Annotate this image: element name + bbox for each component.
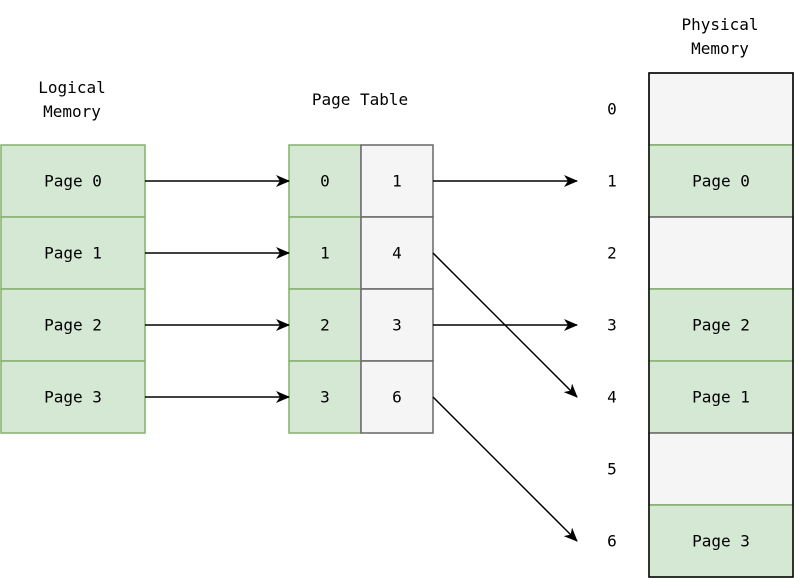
physical-frame-label: Page 2	[692, 316, 750, 335]
physical-memory-outline	[648, 72, 794, 578]
frame-index-label: 2	[607, 244, 617, 263]
physical-frame-occupied	[648, 288, 794, 362]
logical-page-cell	[0, 144, 146, 218]
physical-memory-title-line-1: Physical	[681, 15, 758, 34]
physical-frame-empty	[648, 432, 794, 506]
physical-memory-title-line-2: Memory	[691, 39, 749, 58]
page-table-page-number: 2	[320, 316, 330, 335]
physical-memory-title: Physical Memory	[681, 15, 758, 58]
page-table-frame-cell	[360, 144, 434, 218]
page-table: 0 1 1 4 2 3 3 6	[288, 144, 434, 434]
page-table-frame-number: 6	[392, 388, 402, 407]
physical-frame-empty	[648, 72, 794, 146]
page-table-frame-number: 4	[392, 244, 402, 263]
logical-page-label: Page 3	[44, 388, 102, 407]
logical-page-cell	[0, 216, 146, 290]
page-table-frame-cell	[360, 360, 434, 434]
physical-frame-label: Page 3	[692, 532, 750, 551]
logical-page-cell	[0, 288, 146, 362]
page-table-page-number: 1	[320, 244, 330, 263]
frame-index-label: 1	[607, 172, 617, 191]
logical-memory-title-line-2: Memory	[43, 102, 101, 121]
frame-index-label: 4	[607, 388, 617, 407]
page-table-frame-cell	[360, 216, 434, 290]
frame-index-label: 3	[607, 316, 617, 335]
physical-frame-label: Page 1	[692, 388, 750, 407]
frame-index-label: 5	[607, 460, 617, 479]
frame-index-label: 0	[607, 100, 617, 119]
page-table-title: Page Table	[312, 90, 408, 109]
logical-page-cell	[0, 360, 146, 434]
mapping-arrows	[145, 175, 578, 542]
logical-page-label: Page 0	[44, 172, 102, 191]
logical-page-label: Page 1	[44, 244, 102, 263]
physical-frame-label: Page 0	[692, 172, 750, 191]
logical-memory-title-line-1: Logical	[38, 78, 105, 97]
page-table-frame-number: 1	[392, 172, 402, 191]
logical-memory-title: Logical Memory	[38, 78, 105, 121]
physical-frame-empty	[648, 216, 794, 290]
table-to-frame-arrow	[432, 396, 578, 542]
page-table-frame-cell	[360, 288, 434, 362]
page-table-frame-number: 3	[392, 316, 402, 335]
page-table-page-number: 3	[320, 388, 330, 407]
logical-page-label: Page 2	[44, 316, 102, 335]
frame-index-label: 6	[607, 532, 617, 551]
logical-memory: Page 0 Page 1 Page 2 Page 3	[0, 144, 146, 434]
page-table-page-number: 0	[320, 172, 330, 191]
